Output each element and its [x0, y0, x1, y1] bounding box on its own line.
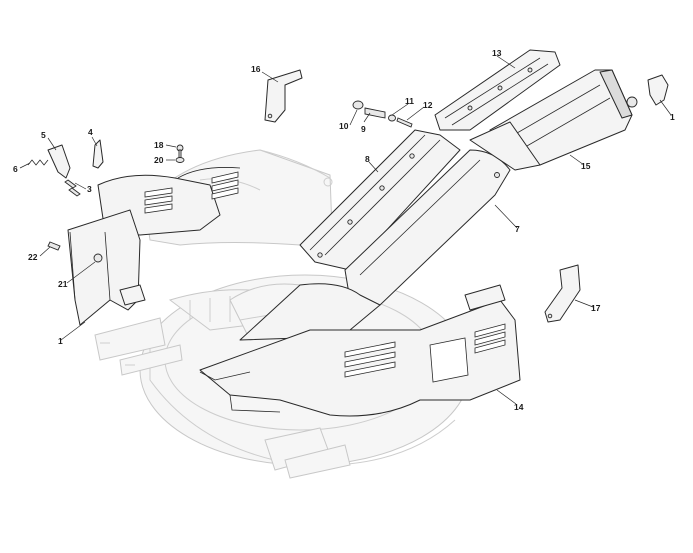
callout-3: 3 — [87, 184, 92, 194]
part-liner-strip-8 — [299, 129, 461, 271]
callout-18: 18 — [154, 140, 164, 150]
part-screw-22 — [47, 241, 61, 251]
part-nut-20 — [175, 157, 185, 163]
part-latch-1 — [647, 74, 669, 106]
callout-4: 4 — [88, 127, 93, 137]
callout-7: 7 — [515, 224, 520, 234]
leader-lines — [19, 55, 672, 405]
part-washer-11 — [388, 114, 396, 122]
callout-8: 8 — [365, 154, 370, 164]
callout-21: 21 — [58, 279, 68, 289]
callout-labels: 1 1 3 4 5 6 7 8 9 10 11 12 13 14 15 16 1… — [13, 48, 675, 412]
part-nut-10 — [352, 100, 364, 110]
part-spacer-9 — [364, 107, 386, 119]
callout-12: 12 — [423, 100, 433, 110]
callout-20: 20 — [154, 155, 164, 165]
callout-17: 17 — [591, 303, 601, 313]
callout-5: 5 — [41, 130, 46, 140]
callout-16: 16 — [251, 64, 261, 74]
part-clip-4 — [92, 139, 104, 169]
callout-1-left: 1 — [58, 336, 63, 346]
callout-15: 15 — [581, 161, 591, 171]
callout-10: 10 — [339, 121, 349, 131]
part-bracket-16 — [264, 69, 303, 123]
callout-6: 6 — [13, 164, 18, 174]
callout-9: 9 — [361, 124, 366, 134]
callout-1-right: 1 — [670, 112, 675, 122]
part-bolt-12 — [396, 117, 413, 128]
part-screw-3 — [64, 179, 77, 189]
part-grille-panel-14 — [199, 284, 521, 417]
part-rear-duct-15 — [469, 69, 638, 171]
part-central-cover-7 — [239, 149, 511, 341]
part-tunnel-duct-13 — [434, 49, 561, 131]
callout-11: 11 — [405, 96, 414, 106]
callout-13: 13 — [492, 48, 502, 58]
part-lever-5 — [47, 144, 71, 179]
callout-22: 22 — [28, 252, 38, 262]
part-side-panel-left — [67, 167, 241, 326]
part-bracket-17 — [544, 264, 581, 323]
callout-14: 14 — [514, 402, 524, 412]
hardware-items — [27, 74, 669, 251]
part-spring-6 — [27, 159, 49, 166]
